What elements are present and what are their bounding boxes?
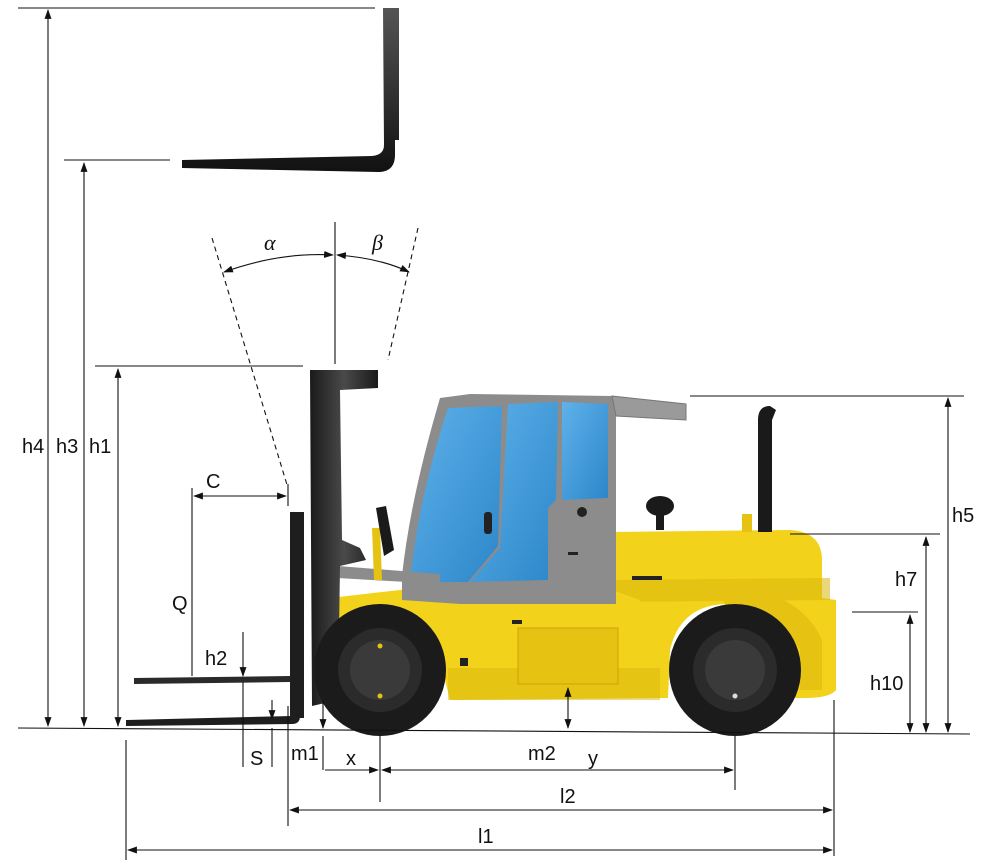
cab-glass-door bbox=[470, 402, 558, 582]
label-x: x bbox=[346, 748, 356, 770]
label-h5: h5 bbox=[952, 505, 974, 527]
forklift-illustration bbox=[126, 370, 836, 736]
label-h2: h2 bbox=[205, 648, 227, 670]
label-y: y bbox=[588, 748, 598, 770]
dimension-labels: h4 h3 h1 C Q h2 S m1 x m2 y l2 l1 h5 h7 … bbox=[22, 230, 974, 848]
lowered-fork-lower bbox=[126, 690, 300, 726]
label-l2: l2 bbox=[560, 786, 576, 808]
label-c: C bbox=[206, 471, 220, 493]
front-wheel bbox=[314, 604, 446, 736]
dimension-lines bbox=[17, 7, 971, 860]
label-h10: h10 bbox=[870, 673, 903, 695]
label-h1: h1 bbox=[89, 436, 111, 458]
fork-carriage bbox=[290, 512, 304, 718]
exhaust-pipe bbox=[758, 406, 776, 532]
counterweight bbox=[612, 530, 836, 698]
label-alpha: α bbox=[264, 230, 276, 255]
label-h4: h4 bbox=[22, 436, 44, 458]
label-q: Q bbox=[172, 593, 188, 615]
label-m2: m2 bbox=[528, 743, 556, 765]
mast bbox=[310, 370, 378, 706]
label-m1: m1 bbox=[291, 743, 319, 765]
cab-glass-rear bbox=[562, 402, 608, 500]
label-l1: l1 bbox=[478, 826, 494, 848]
label-beta: β bbox=[371, 230, 383, 255]
cab-glass-front bbox=[410, 406, 502, 582]
label-s: S bbox=[250, 748, 263, 770]
rear-wheel bbox=[669, 604, 801, 736]
label-h7: h7 bbox=[895, 569, 917, 591]
raised-fork bbox=[182, 8, 399, 172]
label-h3: h3 bbox=[56, 436, 78, 458]
lowered-fork-upper bbox=[134, 676, 290, 684]
